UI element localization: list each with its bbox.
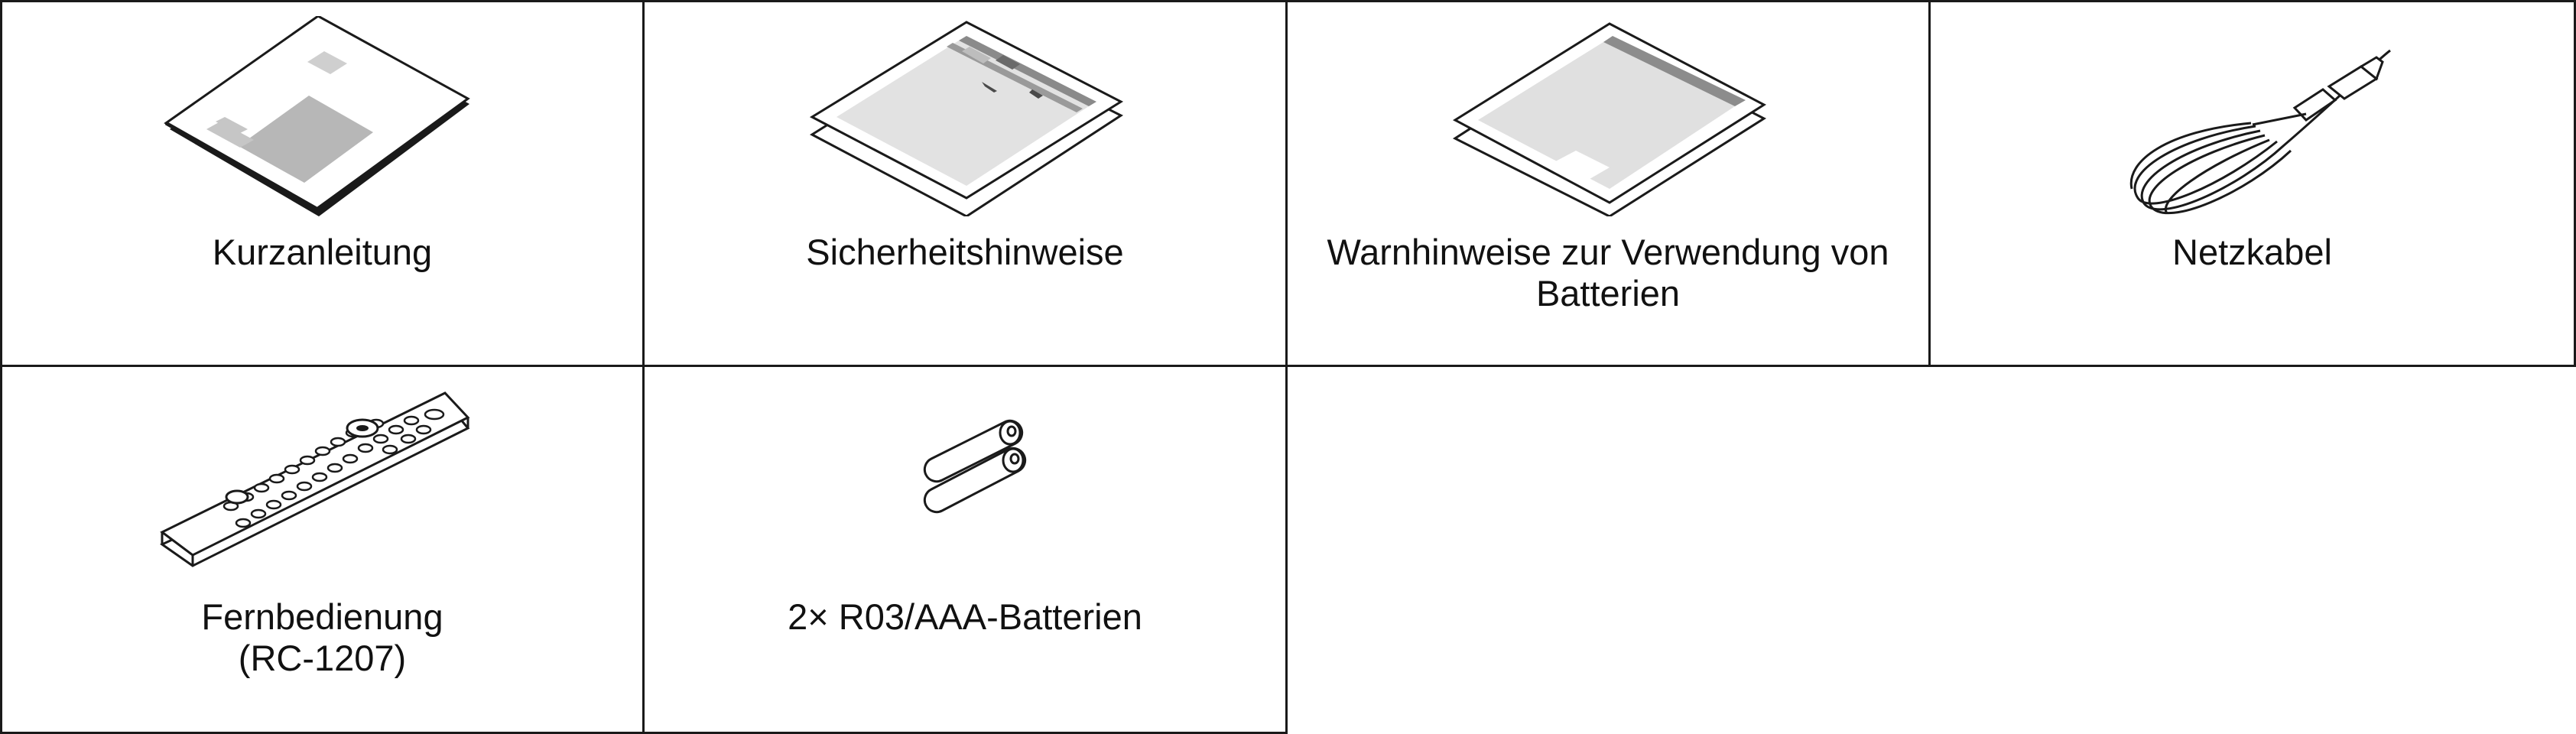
item-battery-warnings: Warnhinweise zur Verwendung von Batterie… bbox=[1285, 0, 1931, 367]
item-label: Sicherheitshinweise bbox=[806, 232, 1124, 272]
power-cable-icon bbox=[2129, 49, 2391, 215]
item-label: Netzkabel bbox=[2172, 232, 2332, 272]
item-label-line-2: Batterien bbox=[1535, 273, 1681, 313]
item-batteries: 2× R03/AAA-Batterien bbox=[642, 365, 1288, 734]
booklet-icon bbox=[163, 16, 470, 216]
item-power-cord: Netzkabel bbox=[1928, 0, 2576, 367]
remote-control-icon bbox=[159, 391, 469, 567]
item-label: Kurzanleitung bbox=[212, 232, 433, 272]
item-label-line-2: (RC-1207) bbox=[238, 638, 407, 678]
item-quick-guide: Kurzanleitung bbox=[0, 0, 645, 367]
item-label-line-1: Fernbedienung bbox=[201, 596, 443, 637]
aaa-batteries-icon bbox=[923, 419, 1027, 514]
item-safety-notes: Sicherheitshinweise bbox=[642, 0, 1288, 367]
item-label: 2× R03/AAA-Batterien bbox=[788, 596, 1142, 637]
safety-leaflet-icon bbox=[809, 21, 1124, 216]
item-remote-control: Fernbedienung (RC-1207) bbox=[0, 365, 645, 734]
item-label-line-1: Warnhinweise zur Verwendung von bbox=[1327, 232, 1889, 272]
battery-warning-leaflet-icon bbox=[1452, 22, 1767, 216]
